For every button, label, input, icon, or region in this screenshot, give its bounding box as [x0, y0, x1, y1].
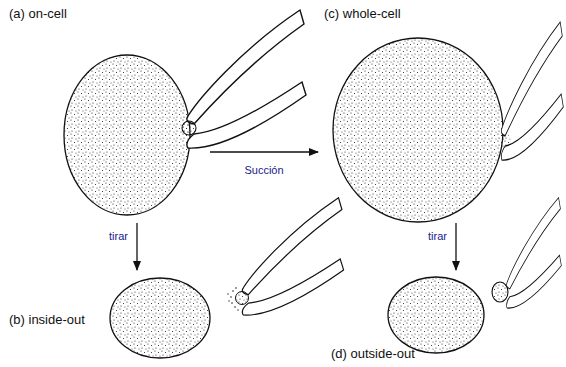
arrow-connector: [455, 223, 456, 270]
panel-label: (c) whole-cell: [324, 7, 401, 21]
action-label: tirar: [108, 230, 129, 242]
configuration-panel: (c) whole-cell: [318, 5, 563, 223]
cell-b: [110, 198, 344, 358]
arrow-connector: [210, 151, 318, 152]
panel-label: (b) inside-out: [9, 313, 85, 327]
panel-label: (d) outside-out: [331, 347, 415, 361]
cell-d: [388, 198, 561, 353]
configuration-panel: (d) outside-out: [322, 270, 563, 365]
cell-a: [64, 10, 306, 215]
arrow-connector: [136, 223, 137, 270]
action-label: tirar: [427, 230, 448, 242]
action-label: Succión: [243, 164, 284, 176]
panel-label: (a) on-cell: [9, 7, 67, 21]
cell-c: [333, 22, 563, 222]
configuration-panel: (a) on-cell: [5, 5, 210, 223]
configuration-panel: (b) inside-out: [5, 270, 230, 365]
